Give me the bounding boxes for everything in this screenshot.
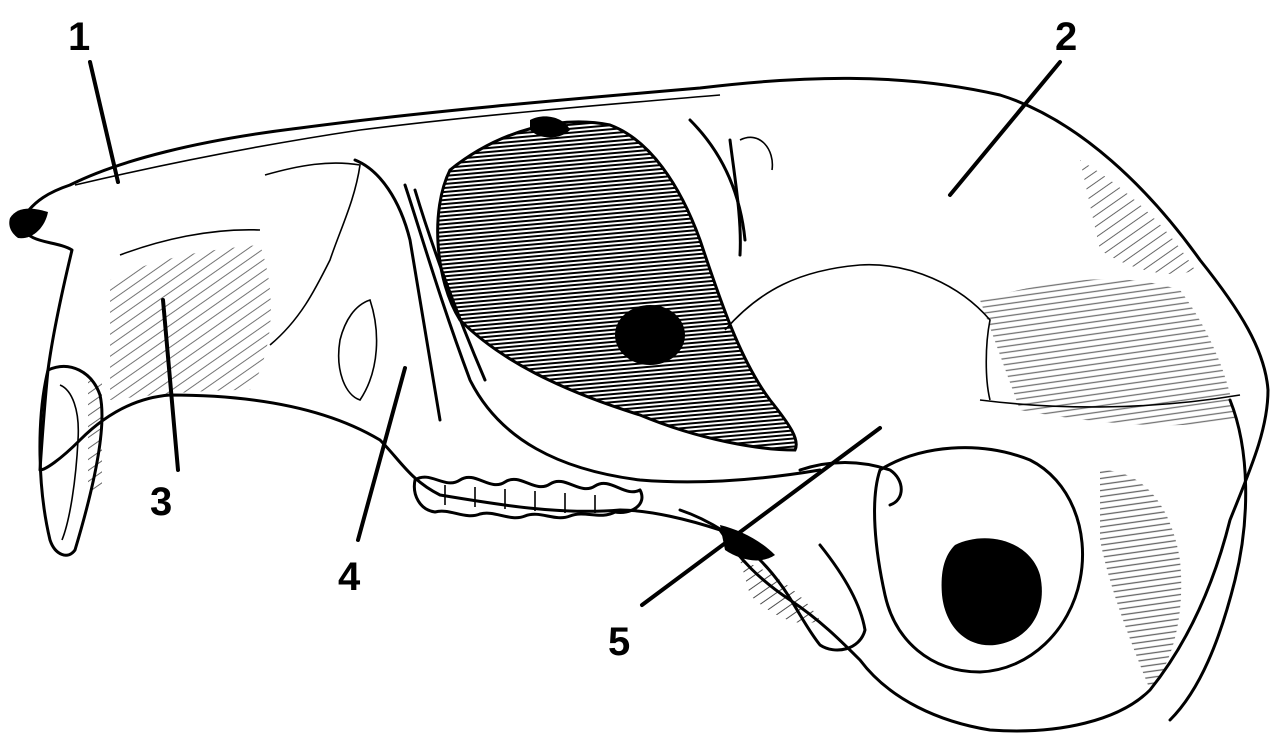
pterygoid-region — [680, 463, 901, 651]
leader-line-4 — [358, 368, 405, 540]
maxilla — [110, 163, 360, 400]
auditory-bulla — [875, 400, 1246, 720]
orbit — [438, 116, 797, 450]
braincase — [980, 160, 1240, 425]
incisor — [40, 366, 102, 555]
leader-line-2 — [950, 62, 1060, 195]
leader-line-1 — [90, 62, 118, 182]
label-5: 5 — [608, 620, 630, 664]
label-2: 2 — [1055, 15, 1077, 59]
label-4: 4 — [338, 555, 361, 599]
label-1: 1 — [68, 15, 90, 59]
label-3: 3 — [150, 480, 172, 524]
